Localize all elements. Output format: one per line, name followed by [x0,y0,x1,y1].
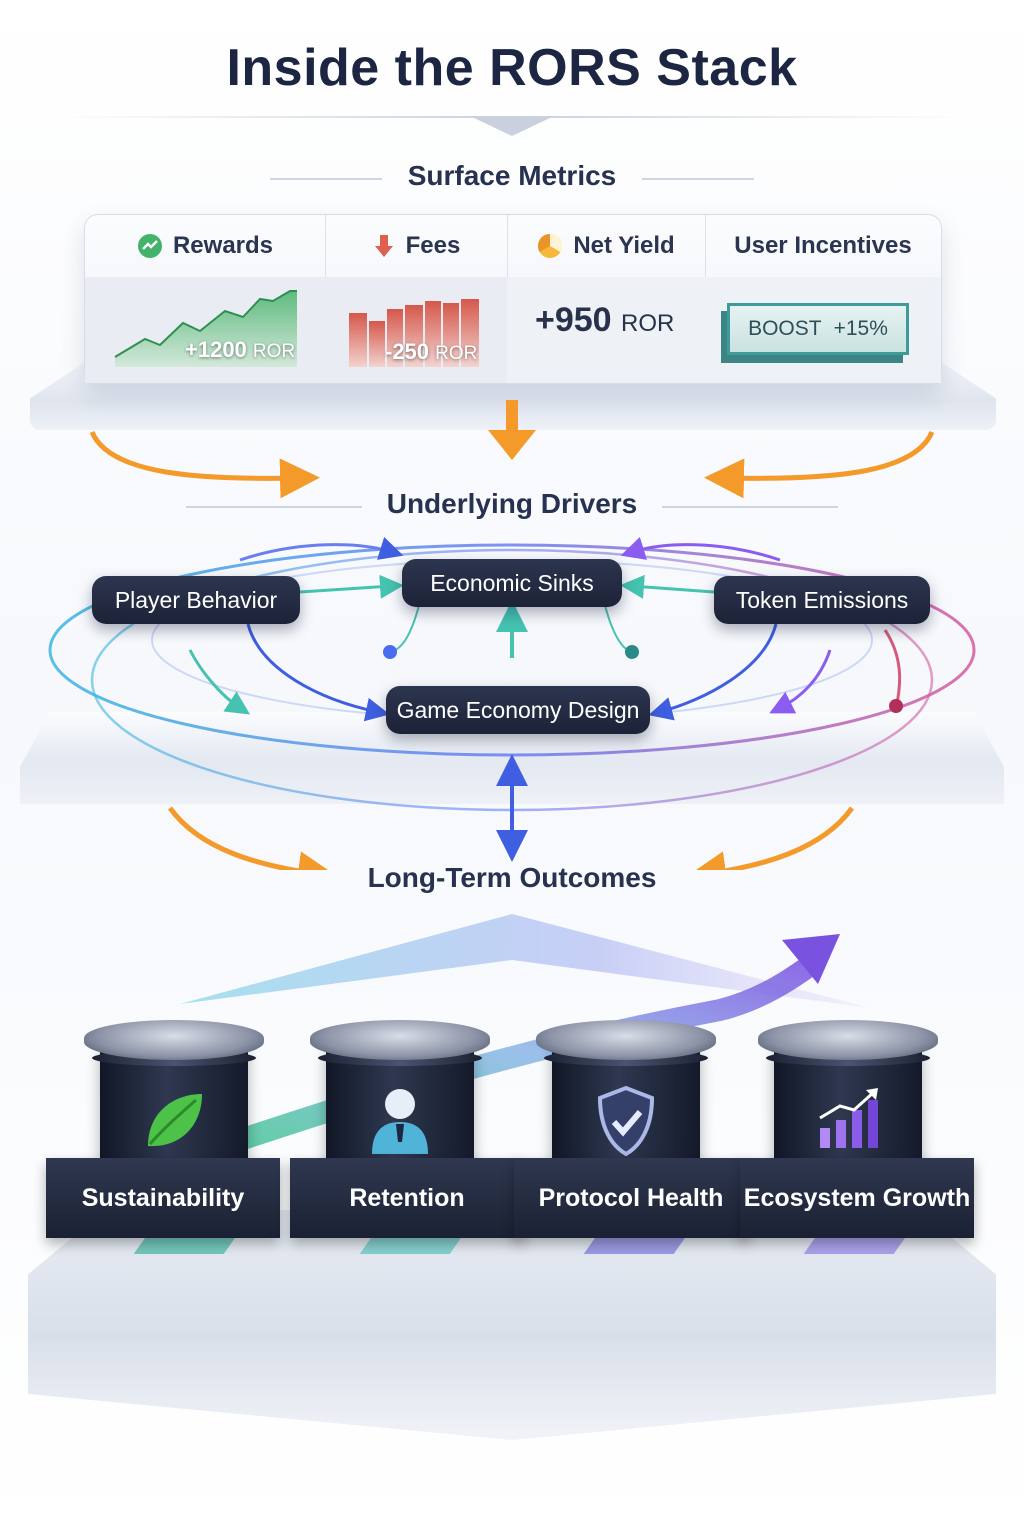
floor-tile [359,1236,463,1254]
driver-game-economy-design[interactable]: Game Economy Design [386,686,650,734]
metric-user-incentives-header: User Incentives [705,215,941,278]
net-yield-value: +950 ROR [535,301,674,340]
metric-net-yield: Net Yield +950 ROR [507,215,706,383]
shield-check-icon [597,1085,655,1157]
user-icon [372,1089,428,1154]
surface-metrics-heading: Surface Metrics [407,160,617,191]
surface-to-drivers-arrows [89,400,935,499]
pillar-ecosystem-growth [758,1020,958,1200]
outcome-retention: Retention [290,1158,524,1238]
fees-value-unit: ROR [435,343,478,364]
metric-fees: Fees -250 ROR [325,215,508,383]
boost-value: +15% [833,317,888,340]
net-yield-value-unit: ROR [621,310,675,337]
rewards-sparkline [114,290,297,367]
page-title: Inside the RORS Stack [226,39,798,97]
floor-tile [803,1236,907,1254]
net-yield-area: +950 ROR [507,277,705,383]
drivers-rule-left [186,506,362,508]
fees-icon [374,235,393,257]
flow-arrow-right [704,430,935,499]
fees-value-number: -250 [385,339,430,364]
floor-tile [133,1236,237,1254]
fees-bars [349,299,479,367]
metric-rewards-label: Rewards [172,232,274,259]
down-arrow-icon [488,430,536,460]
driver-economic-sinks[interactable]: Economic Sinks [402,559,622,607]
floor-tile [583,1236,687,1254]
drivers-rule-right [662,506,838,508]
pillar-protocol-health [536,1020,736,1200]
outcome-ecosystem-growth: Ecosystem Growth [740,1158,974,1238]
section-rule-left [270,178,382,180]
rewards-chart-area: +1200 ROR [85,277,325,383]
long-term-outcomes-heading: Long-Term Outcomes [367,862,657,893]
metric-user-incentives: User Incentives BOOST +15% [705,215,941,383]
fees-chart-area: -250 ROR [325,277,507,383]
metric-fees-label: Fees [405,232,461,259]
metric-rewards-header: Rewards [85,215,325,278]
growth-chart-icon [819,1088,878,1148]
net-yield-value-number: +950 [535,301,612,339]
title-chevron-icon [470,116,554,136]
net-yield-icon [538,234,563,258]
rewards-value-unit: ROR [252,341,296,362]
rewards-value-number: +1200 [185,337,247,362]
rewards-value: +1200 ROR [185,337,295,363]
leaf-icon [148,1094,202,1147]
user-incentives-area: BOOST +15% [705,277,941,383]
flow-arrow-left [89,430,320,499]
boost-badge[interactable]: BOOST +15% [727,303,909,355]
metric-net-yield-label: Net Yield [573,232,675,259]
fees-value: -250 ROR [385,339,477,365]
outcome-protocol-health: Protocol Health [514,1158,748,1238]
surface-metrics-panel: Rewards +1200 ROR Fees [84,214,942,384]
rewards-icon [137,234,162,258]
drivers-network [48,536,976,870]
driver-token-emissions[interactable]: Token Emissions [714,576,930,624]
metric-net-yield-header: Net Yield [507,215,705,278]
driver-player-behavior[interactable]: Player Behavior [92,576,300,624]
metric-rewards: Rewards +1200 ROR [85,215,326,383]
pillar-retention [310,1020,510,1200]
metric-user-incentives-label: User Incentives [734,232,912,259]
outcome-sustainability: Sustainability [46,1158,280,1238]
metric-fees-header: Fees [325,215,507,278]
pillar-sustainability [84,1020,284,1200]
section-rule-right [642,178,754,180]
growth-arrow-icon [782,934,840,984]
boost-label: BOOST [748,317,822,340]
underlying-drivers-heading: Underlying Drivers [386,488,638,519]
